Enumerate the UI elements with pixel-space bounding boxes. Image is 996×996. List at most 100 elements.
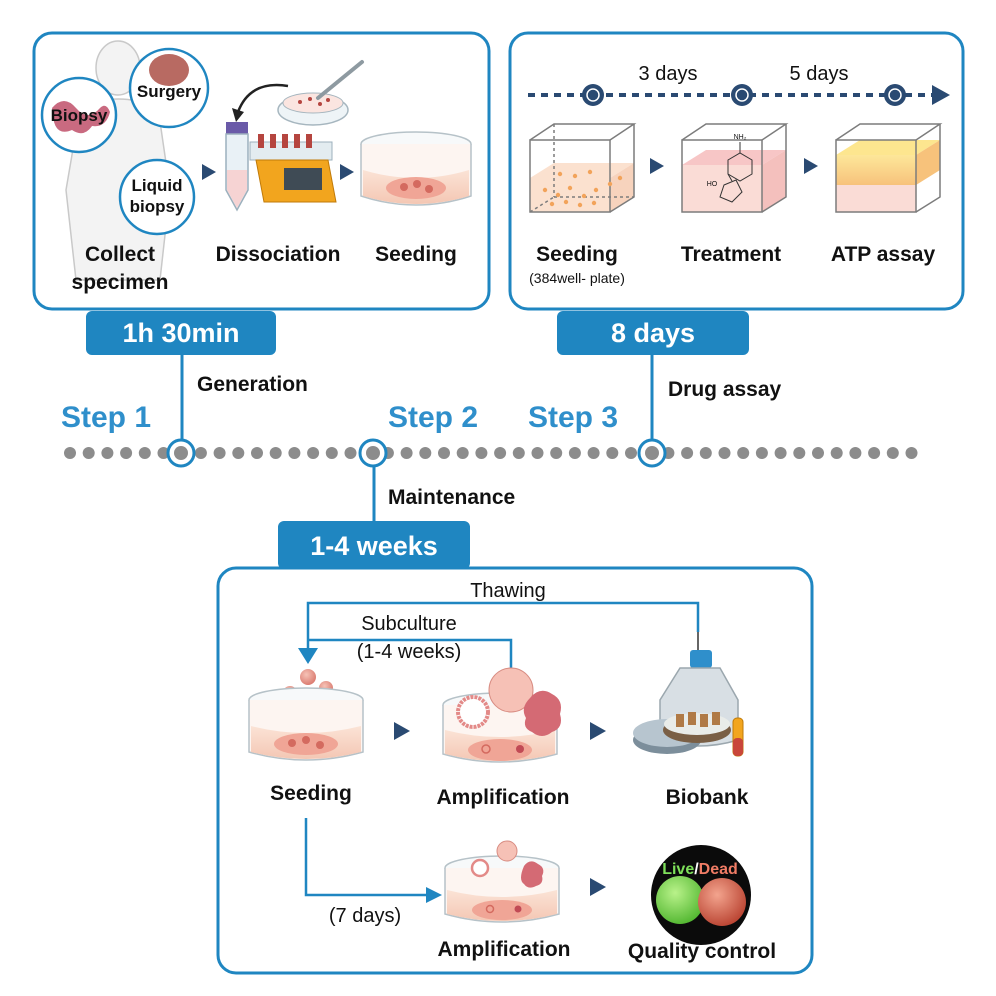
timeline-dot xyxy=(849,447,862,459)
arrow-icon xyxy=(202,164,216,180)
step3-node-dot xyxy=(645,446,659,460)
molecule-nh2-text: NH₂ xyxy=(734,134,747,141)
timeline-dot xyxy=(307,447,320,459)
seeding-label: Seeding xyxy=(375,243,457,266)
shaker-icon xyxy=(249,134,337,203)
collect-label-line1: Collect xyxy=(85,243,155,266)
interval-5-days: 5 days xyxy=(790,63,849,85)
seeding-dish-icon xyxy=(360,131,472,206)
collect-label-line2: specimen xyxy=(72,271,169,294)
live-text: Live xyxy=(662,861,694,878)
step2-label: Step 2 xyxy=(388,401,478,434)
timeline-dot xyxy=(64,447,76,459)
surgery-bubble: Surgery xyxy=(128,47,210,129)
timeline-dot xyxy=(681,447,694,459)
subculture-duration-label: (1-4 weeks) xyxy=(357,641,461,663)
atp-assay-label: ATP assay xyxy=(831,243,936,266)
maintenance-duration-label: 1-4 weeks xyxy=(310,531,438,561)
timeline-node xyxy=(884,84,906,106)
loop-arrowhead-icon xyxy=(298,648,318,664)
amplification-label: Amplification xyxy=(436,786,569,809)
molecule-ho-text: HO xyxy=(707,181,718,188)
liquid-label-line1: Liquid xyxy=(132,176,183,195)
amplification-dish-icon xyxy=(442,667,561,763)
slash-text: / xyxy=(694,861,699,878)
timeline-dot xyxy=(456,447,469,459)
timeline-node xyxy=(731,84,753,106)
duration-tab xyxy=(86,311,276,355)
thawing-arrow xyxy=(306,601,700,650)
timeline-dot xyxy=(830,447,843,459)
timeline-dot xyxy=(138,447,151,459)
timeline-dot xyxy=(494,447,507,459)
timeline-dot xyxy=(419,447,432,459)
maint-seeding-dish-icon xyxy=(248,687,364,761)
timeline-dot xyxy=(251,447,263,459)
timeline-dots xyxy=(64,447,918,459)
timeline-node-ring xyxy=(888,88,902,102)
timeline-dot xyxy=(737,447,750,459)
subculture-label: Subculture xyxy=(361,613,457,635)
generation-caption: Generation xyxy=(197,373,308,396)
well-cube-treatment-icon xyxy=(681,123,789,213)
subculture-arrow xyxy=(308,638,513,668)
drug-seeding-label: Seeding xyxy=(536,243,618,266)
seven-days-arrowhead-icon xyxy=(426,887,442,903)
timeline-dot xyxy=(587,447,600,459)
timeline-dot xyxy=(531,447,544,459)
live-dead-stain-icon: Live/Dead xyxy=(651,845,751,945)
timeline-arrow-icon xyxy=(932,85,950,105)
duration-label: 1h 30min xyxy=(122,318,239,348)
maint-seeding-label: Seeding xyxy=(270,782,352,805)
timeline-dot xyxy=(194,447,207,459)
biopsy-label: Biopsy xyxy=(51,106,108,125)
timeline-dot xyxy=(400,447,413,459)
thawing-label: Thawing xyxy=(470,580,546,602)
timeline-dot xyxy=(886,447,899,459)
timeline-dot xyxy=(232,447,245,459)
timeline-dot xyxy=(699,447,712,459)
main-timeline: Step 1 Step 2 Step 3 xyxy=(61,401,918,468)
arrow-icon xyxy=(804,158,818,174)
live-dead-text: Live/Dead xyxy=(662,861,738,878)
step1-label: Step 1 xyxy=(61,401,151,434)
surgery-label: Surgery xyxy=(137,82,202,101)
centrifuge-tube-icon xyxy=(225,122,249,212)
liquid-biopsy-bubble: Liquid biopsy xyxy=(118,158,196,236)
seven-days-arrow xyxy=(304,818,428,897)
timeline-dot xyxy=(868,447,881,459)
timeline-dot xyxy=(82,447,95,459)
timeline-dot xyxy=(793,447,806,459)
amplification-2-label: Amplification xyxy=(437,938,570,961)
seven-days-label: (7 days) xyxy=(329,905,401,927)
arrow-icon xyxy=(590,722,606,740)
biobank-label: Biobank xyxy=(666,786,749,809)
treatment-label: Treatment xyxy=(681,243,781,266)
dissociation-label: Dissociation xyxy=(216,243,341,266)
dead-text: Dead xyxy=(699,861,738,878)
timeline-dot xyxy=(157,447,170,459)
timeline-dot xyxy=(325,447,338,459)
interval-3-days: 3 days xyxy=(639,63,698,85)
timeline-dot xyxy=(625,447,637,459)
step3-label: Step 3 xyxy=(528,401,618,434)
biopsy-bubble: Biopsy xyxy=(40,76,118,154)
timeline-dot xyxy=(213,447,226,459)
timeline-node-ring xyxy=(735,88,749,102)
arrow-icon xyxy=(394,722,410,740)
timeline-dot xyxy=(568,447,581,459)
duration-tab xyxy=(557,311,749,355)
timeline-dot xyxy=(606,447,619,459)
timeline-dot xyxy=(438,447,450,459)
liquid-label-line2: biopsy xyxy=(130,197,185,216)
timeline-dot xyxy=(120,447,133,459)
amplification-dish-2-icon xyxy=(444,840,560,923)
arrow-icon xyxy=(590,878,606,896)
curved-arrow-icon xyxy=(236,83,289,113)
drug-duration-label: 8 days xyxy=(611,318,695,348)
timeline-dot xyxy=(512,447,525,459)
timeline-dot xyxy=(718,447,731,459)
well-cube-atp-icon xyxy=(835,123,943,213)
drug-assay-panel: 3 days 5 days xyxy=(508,31,965,440)
